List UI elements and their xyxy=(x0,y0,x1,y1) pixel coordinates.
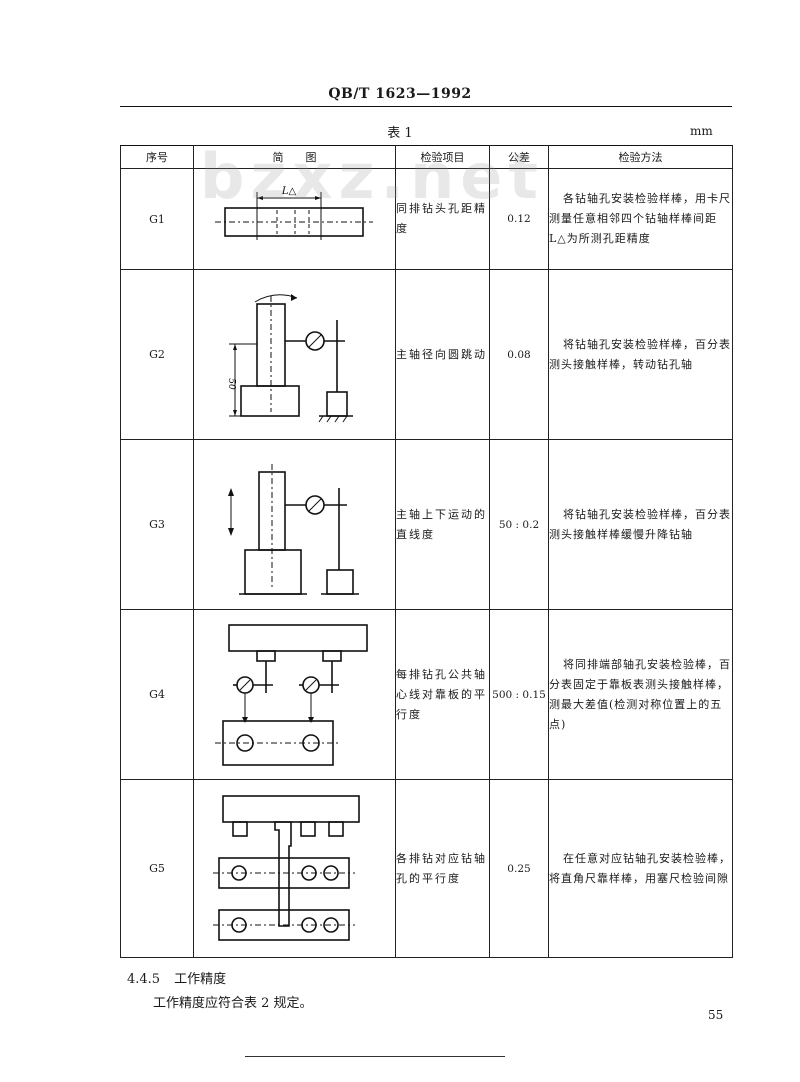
inspection-table: 序号 简 图 检验项目 公差 检验方法 G1 xyxy=(120,145,733,958)
method-text: 将同排端部轴孔安装检验棒，百分表固定于靠板表测头接触样棒，测最大差值(检测对称位… xyxy=(549,657,731,731)
row-figure xyxy=(193,779,396,958)
section-title: 工作精度 xyxy=(174,972,227,987)
row-code: G1 xyxy=(120,168,194,270)
col-header-code: 序号 xyxy=(120,145,194,169)
table-row: G4 xyxy=(120,609,733,780)
diagram-g4-axis-parallelism xyxy=(214,623,368,766)
table-header-row: 序号 简 图 检验项目 公差 检验方法 xyxy=(120,145,733,169)
col-header-figure: 简 图 xyxy=(193,145,396,169)
diagram-g1-hole-spacing: L△ xyxy=(214,186,373,240)
col-header-tolerance: 公差 xyxy=(489,145,549,169)
diagram-g5-cross-parallelism xyxy=(212,794,360,941)
row-method: 各钻轴孔安装检验样棒，用卡尺测量任意相邻四个钻轴样棒间距 L△为所测孔距精度 xyxy=(548,168,733,270)
section-body: 工作精度应符合表 2 规定。 xyxy=(153,996,313,1011)
row-code: G4 xyxy=(120,609,194,780)
diagram-g2-radial-runout: 50 xyxy=(226,293,353,422)
table-row: G3 主轴上下运 xyxy=(120,439,733,610)
header-rule xyxy=(120,106,732,107)
row-code: G3 xyxy=(120,439,194,610)
row-item: 主轴上下运动的直线度 xyxy=(395,439,490,610)
method-text: 将钻轴孔安装检验样棒，百分表测头接触样棒缓慢升降钻轴 xyxy=(549,507,731,541)
method-note: L△为所测孔距精度 xyxy=(549,232,651,245)
row-method: 在任意对应钻轴孔安装检验棒，将直角尺靠样棒，用塞尺检验间隙 xyxy=(548,779,733,958)
table-row: G1 L△ 同排钻头孔距精度 0.12 xyxy=(120,168,733,270)
section-heading: 4.4.5 工作精度 xyxy=(127,968,226,987)
table-caption: 表 1 xyxy=(387,126,413,141)
height-dimension-label: 50 xyxy=(226,378,236,390)
section-number: 4.4.5 xyxy=(127,972,161,987)
row-method: 将钻轴孔安装检验样棒，百分表测头接触样棒，转动钻孔轴 xyxy=(548,269,733,440)
row-code: G5 xyxy=(120,779,194,958)
spacing-dimension-label: L△ xyxy=(280,186,296,197)
row-figure: L△ xyxy=(193,168,396,270)
method-text: 各钻轴孔安装检验样棒，用卡尺测量任意相邻四个钻轴样棒间距 xyxy=(549,192,731,225)
page-number: 55 xyxy=(708,1008,724,1022)
table-row: G5 xyxy=(120,779,733,958)
row-figure xyxy=(193,439,396,610)
row-method: 将钻轴孔安装检验样棒，百分表测头接触样棒缓慢升降钻轴 xyxy=(548,439,733,610)
row-item: 每排钻孔公共轴心线对靠板的平行度 xyxy=(395,609,490,780)
row-item: 主轴径向圆跳动 xyxy=(395,269,490,440)
table-unit: mm xyxy=(690,124,713,138)
row-code: G2 xyxy=(120,269,194,440)
table-row: G2 xyxy=(120,269,733,440)
diagram-g3-spindle-straightness xyxy=(227,463,359,595)
footer-rule xyxy=(245,1056,505,1057)
row-item: 同排钻头孔距精度 xyxy=(395,168,490,270)
row-tolerance: 50 : 0.2 xyxy=(489,439,549,610)
row-method: 将同排端部轴孔安装检验棒，百分表固定于靠板表测头接触样棒，测最大差值(检测对称位… xyxy=(548,609,733,780)
col-header-item: 检验项目 xyxy=(395,145,490,169)
row-tolerance: 0.25 xyxy=(489,779,549,958)
row-tolerance: 0.12 xyxy=(489,168,549,270)
row-tolerance: 500 : 0.15 xyxy=(489,609,549,780)
row-tolerance: 0.08 xyxy=(489,269,549,440)
standard-code-header: QB/T 1623—1992 xyxy=(328,86,472,102)
row-item: 各排钻对应钻轴孔的平行度 xyxy=(395,779,490,958)
row-figure xyxy=(193,609,396,780)
row-figure: 50 xyxy=(193,269,396,440)
method-text: 将钻轴孔安装检验样棒，百分表测头接触样棒，转动钻孔轴 xyxy=(549,337,731,371)
method-text: 在任意对应钻轴孔安装检验棒，将直角尺靠样棒，用塞尺检验间隙 xyxy=(549,851,731,885)
col-header-method: 检验方法 xyxy=(548,145,733,169)
